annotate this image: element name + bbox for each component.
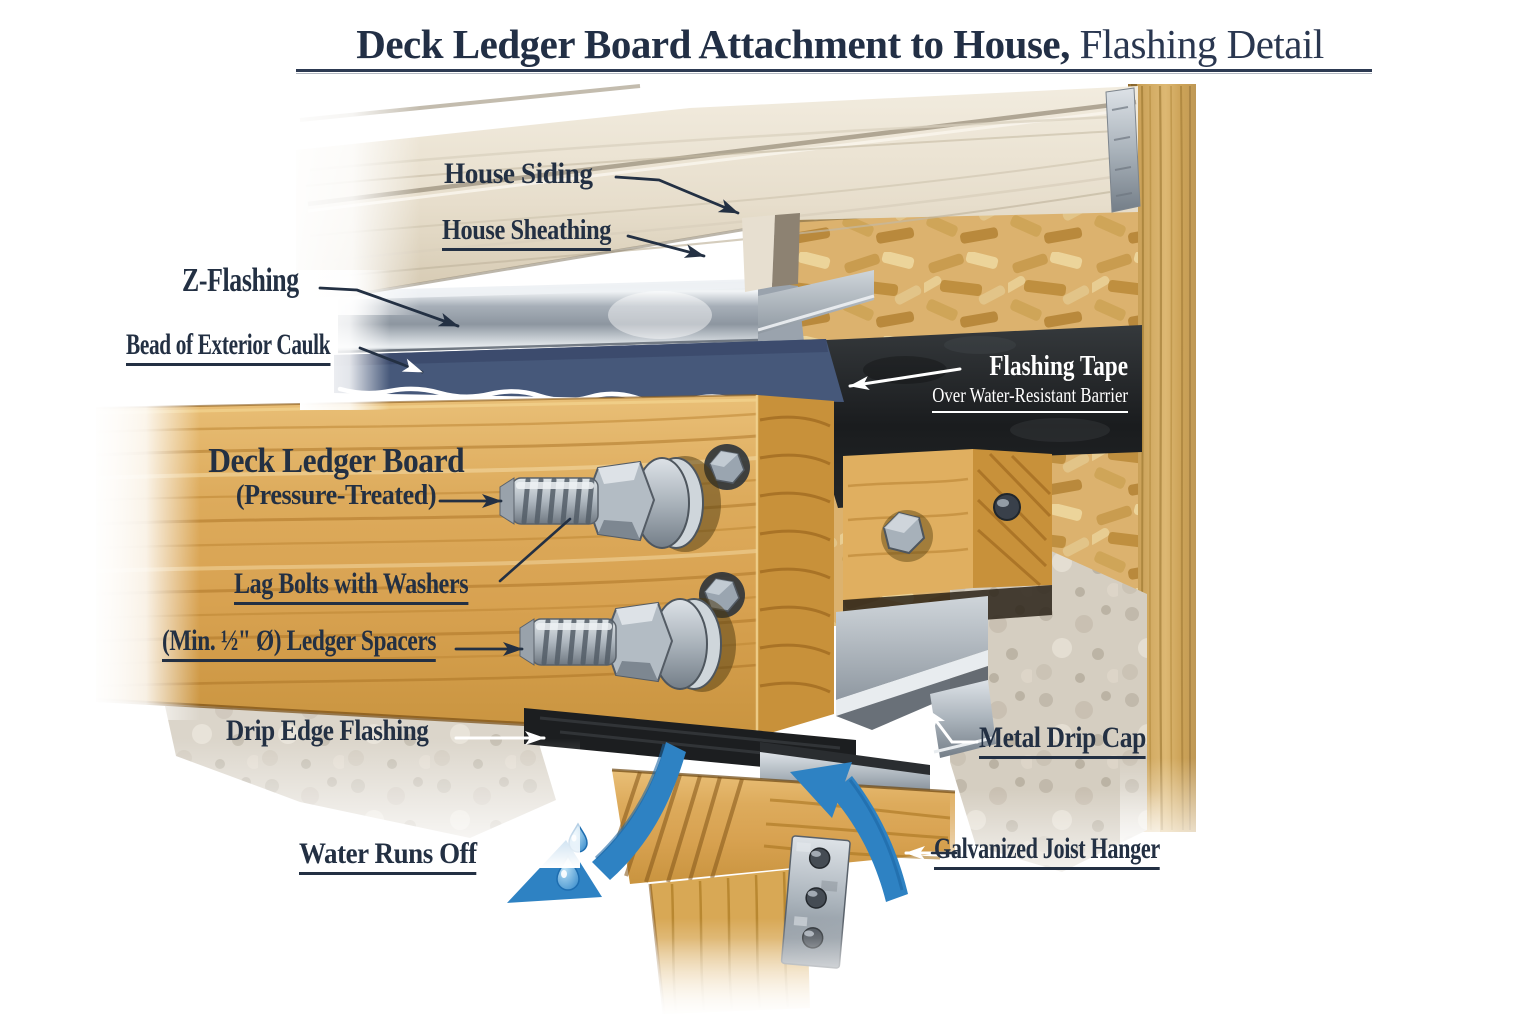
page-title: Deck Ledger Board Attachment to House, F… xyxy=(356,20,1324,68)
deck-ledger-board-shape xyxy=(95,394,834,739)
lag-bolt-2 xyxy=(519,598,736,692)
label-drip-edge-flashing: Drip Edge Flashing xyxy=(226,714,429,747)
label-lag-bolts: Lag Bolts with Washers xyxy=(234,567,469,605)
leader-lines xyxy=(318,175,979,860)
label-water-runs-off: Water Runs Off xyxy=(299,837,477,875)
label-house-sheathing: House Sheathing xyxy=(442,214,611,251)
metal-drip-cap-shape xyxy=(836,596,996,758)
page-title-main: Deck Ledger Board Attachment to House, xyxy=(356,21,1070,67)
label-galvanized-joist-hanger: Galvanized Joist Hanger xyxy=(934,832,1160,870)
lag-bolt-1 xyxy=(499,456,721,552)
deck-ledger-board-subtitle: (Pressure-Treated) xyxy=(235,478,437,511)
label-house-siding: House Siding xyxy=(444,157,593,190)
z-flashing-shape xyxy=(334,270,875,354)
flashing-tape-band xyxy=(826,325,1142,508)
flashing-tape-subtitle: Over Water-Resistant Barrier xyxy=(932,383,1128,414)
flashing-tape-title: Flashing Tape xyxy=(989,350,1128,382)
label-metal-drip-cap: Metal Drip Cap xyxy=(979,721,1146,759)
title-underline-shadow xyxy=(296,73,1372,74)
water-arrow-left xyxy=(507,742,686,903)
deck-ledger-board-title: Deck Ledger Board xyxy=(208,441,465,480)
watercolor-fades xyxy=(0,70,1310,1024)
title-underline xyxy=(296,69,1372,72)
label-ledger-spacers: (Min. ½" Ø) Ledger Spacers xyxy=(162,624,436,662)
label-bead-of-exterior-caulk: Bead of Exterior Caulk xyxy=(126,328,331,366)
label-flashing-tape: Flashing Tape Over Water-Resistant Barri… xyxy=(928,350,1128,414)
water-arrow-right xyxy=(790,762,908,902)
house-siding-shape xyxy=(296,84,1141,300)
label-deck-ledger-board: Deck Ledger Board (Pressure-Treated) xyxy=(208,442,464,511)
label-z-flashing: Z-Flashing xyxy=(182,262,299,299)
ledger-spacer-blocks xyxy=(843,449,1052,630)
page-title-suffix: Flashing Detail xyxy=(1069,21,1325,67)
